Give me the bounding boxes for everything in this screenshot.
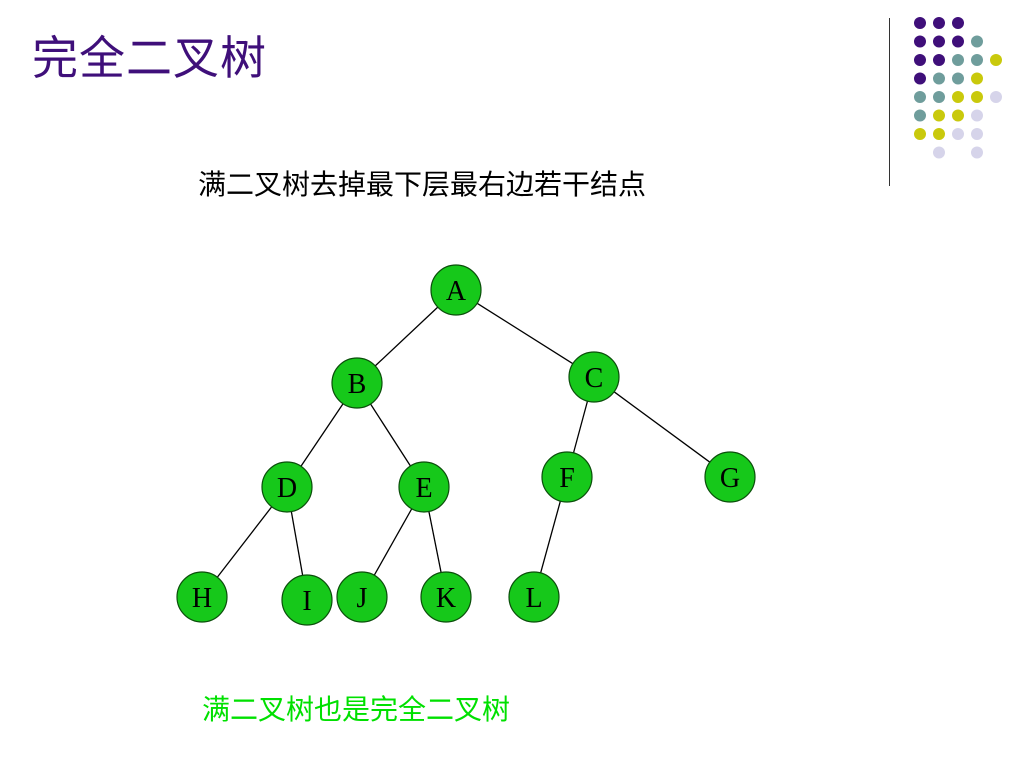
tree-node-l: L [508,571,560,623]
tree-node-circle [508,571,560,623]
tree-edge-e-j [373,508,413,576]
tree-node-label: J [357,583,368,614]
tree-node-circle [261,461,313,513]
tree-node-d: D [261,461,313,513]
tree-node-label: A [446,276,467,307]
tree-node-c: C [568,351,620,403]
tree-node-g: G [704,451,756,503]
tree-edges [216,302,711,578]
decor-dot [952,35,964,48]
tree-edge-f-l [540,500,561,574]
tree-edge-b-d [300,403,344,467]
decor-dot [952,109,964,122]
tree-node-label: F [559,463,575,494]
tree-node-label: B [348,369,367,400]
slide-title: 完全二叉树 [32,31,267,85]
slide-subtitle: 满二叉树去掉最下层最右边若干结点 [198,168,647,201]
decor-dot [990,54,1002,66]
decor-dot [971,109,983,122]
decor-dot [971,91,983,103]
tree-node-circle [336,571,388,623]
tree-edge-e-k [428,511,442,573]
decor-dot [914,72,926,85]
decor-dot [933,146,945,159]
tree-node-label: C [585,363,604,394]
tree-node-label: G [720,463,740,494]
tree-edge-d-h [216,506,273,578]
tree-node-label: E [415,473,432,504]
tree-node-circle [430,264,482,316]
decor-dot [971,72,983,85]
tree-node-a: A [430,264,482,316]
tree-node-label: L [525,583,542,614]
tree-node-label: D [277,473,297,504]
decor-dot [914,17,926,29]
decor-dot [933,35,945,48]
tree-node-circle [420,571,472,623]
decor-dot [914,54,926,66]
decor-dot [952,91,964,103]
tree-node-circle [704,451,756,503]
tree-node-circle [398,461,450,513]
tree-edge-d-i [290,511,304,576]
tree-node-e: E [398,461,450,513]
decor-dot [952,17,964,29]
tree-node-f: F [541,451,593,503]
tree-node-b: B [331,357,383,409]
decor-dot [933,128,945,140]
decor-dot [990,91,1002,103]
decor-dot [952,128,964,140]
tree-edge-c-g [613,391,711,463]
decor-dot [971,128,983,140]
decor-divider-line [889,18,890,186]
decor-dot [971,146,983,159]
tree-node-j: J [336,571,388,623]
decor-dot [971,35,983,48]
decor-dot [914,128,926,140]
tree-edge-b-e [369,403,412,467]
tree-edge-a-b [374,306,439,367]
decor-dot [914,91,926,103]
tree-node-circle [331,357,383,409]
decor-dot [933,72,945,85]
decor-dot [933,17,945,29]
decor-dot [914,109,926,122]
decor-dot [933,109,945,122]
tree-node-circle [176,571,228,623]
decor-dot [952,72,964,85]
decor-dot [952,54,964,66]
tree-node-circle [541,451,593,503]
decor-dot [933,54,945,66]
tree-node-label: I [302,586,311,617]
tree-node-label: H [192,583,212,614]
tree-edge-a-c [476,302,574,365]
decor-dot [914,35,926,48]
tree-nodes: A B C D E F G H I J K L [176,264,756,626]
footer-note: 满二叉树也是完全二叉树 [202,693,511,726]
tree-node-label: K [436,583,456,614]
tree-node-k: K [420,571,472,623]
tree-node-h: H [176,571,228,623]
tree-edge-c-f [572,400,589,454]
tree-node-circle [568,351,620,403]
decor-dot [971,54,983,66]
decor-dot [933,91,945,103]
tree-node-i: I [281,574,333,626]
tree-node-circle [281,574,333,626]
